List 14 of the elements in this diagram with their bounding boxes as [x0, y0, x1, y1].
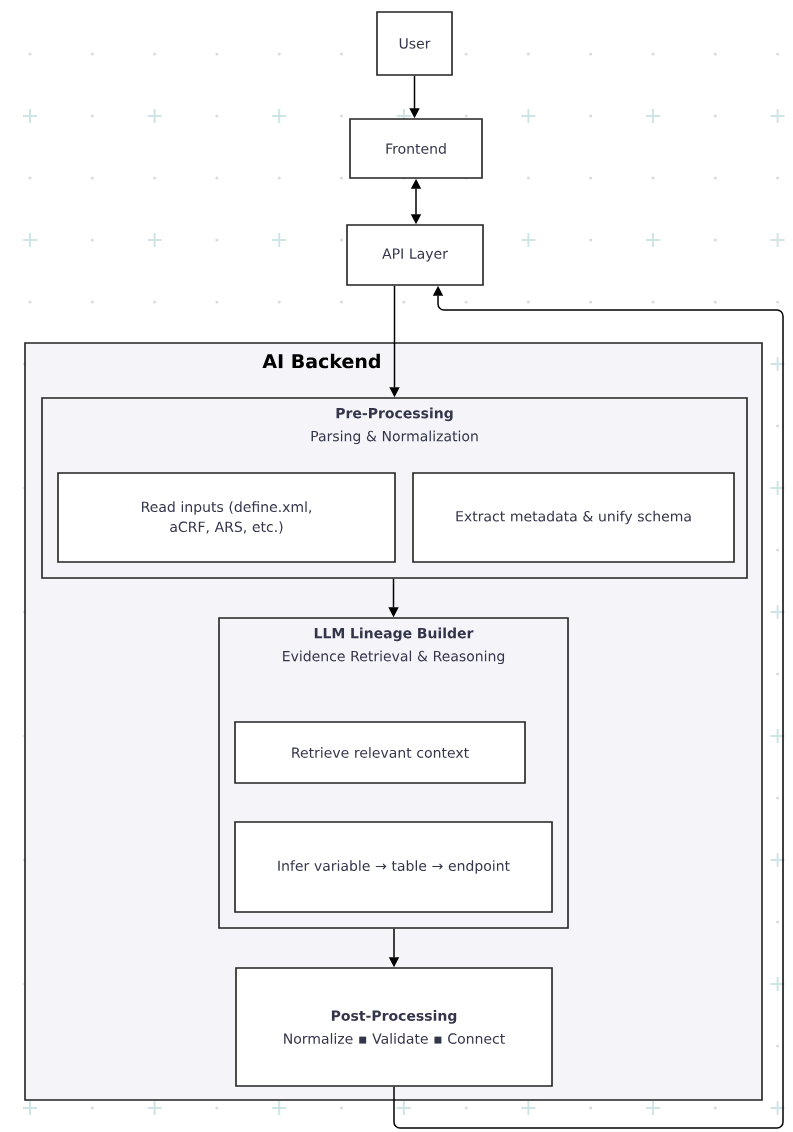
box-text: Infer variable → table → endpoint [278, 860, 510, 874]
box-text: Extract metadata & unify schema [456, 510, 691, 525]
group-title: AI Backend [262, 353, 380, 369]
box-text: Frontend [386, 143, 446, 154]
box-heading: LLM Lineage Builder [314, 627, 474, 642]
box-text: API Layer [382, 248, 448, 262]
box-text: Retrieve relevant context [292, 747, 469, 758]
box-heading: Pre-Processing [336, 407, 453, 422]
box-text: Parsing & Normalization [311, 430, 478, 445]
box-text: Read inputs (define.xml, aCRF, ARS, etc.) [142, 501, 312, 534]
box-text: User [399, 38, 431, 49]
box-text: Evidence Retrieval & Reasoning [283, 650, 505, 665]
box-text: Normalize ▪ Validate ▪ Connect [284, 1033, 505, 1044]
box-heading: Post-Processing [331, 1010, 457, 1024]
